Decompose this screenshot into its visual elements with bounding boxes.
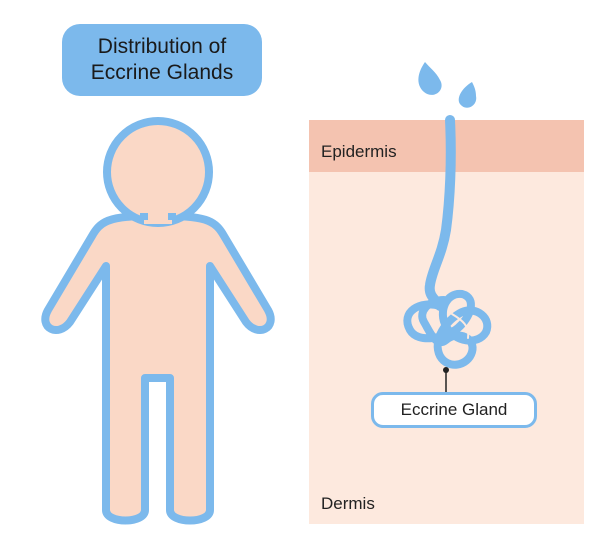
dermis-label: Dermis	[321, 494, 375, 514]
sweat-drop-right	[459, 82, 476, 108]
head	[107, 121, 209, 223]
neck	[144, 208, 172, 224]
eccrine-gland-label-text: Eccrine Gland	[401, 400, 508, 420]
sweat-drop-left	[418, 62, 441, 95]
sweat-droplets	[418, 62, 476, 108]
epidermis-label: Epidermis	[321, 142, 397, 162]
eccrine-gland-label: Eccrine Gland	[371, 392, 537, 428]
body-silhouette	[45, 216, 270, 521]
human-body-figure	[45, 121, 270, 521]
